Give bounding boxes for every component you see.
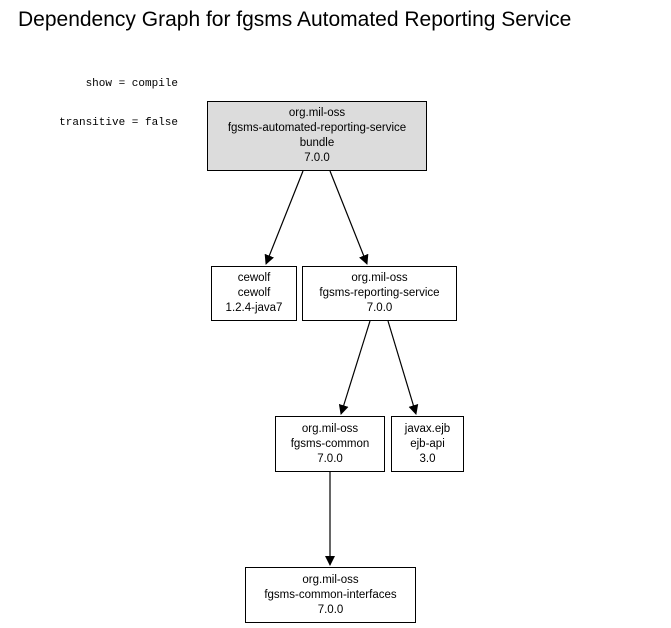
node-version: 3.0 — [419, 452, 436, 465]
node-artifact: ejb-api — [410, 437, 445, 450]
legend-show: show = compile — [85, 78, 178, 90]
node-fgsms-reporting-service: org.mil-oss fgsms-reporting-service 7.0.… — [302, 266, 457, 321]
node-fgsms-common-interfaces: org.mil-oss fgsms-common-interfaces 7.0.… — [245, 567, 416, 623]
page-title: Dependency Graph for fgsms Automated Rep… — [18, 8, 572, 31]
edge-root-to-reporting — [329, 170, 369, 265]
node-version: 7.0.0 — [317, 603, 344, 616]
node-group: javax.ejb — [404, 422, 451, 435]
node-group: cewolf — [237, 272, 271, 284]
node-packaging: bundle — [299, 137, 335, 149]
node-group: org.mil-oss — [302, 573, 359, 586]
edge-root-to-cewolf — [264, 170, 304, 265]
node-artifact: fgsms-reporting-service — [319, 287, 440, 299]
node-artifact: fgsms-common — [290, 437, 370, 450]
node-version: 7.0.0 — [304, 152, 330, 164]
node-ejb-api: javax.ejb ejb-api 3.0 — [391, 416, 464, 472]
node-fgsms-common: org.mil-oss fgsms-common 7.0.0 — [275, 416, 385, 472]
node-artifact: fgsms-automated-reporting-service — [227, 122, 407, 134]
node-group: org.mil-oss — [301, 422, 359, 435]
node-artifact: cewolf — [237, 287, 271, 299]
node-artifact: fgsms-common-interfaces — [264, 588, 397, 601]
node-cewolf: cewolf cewolf 1.2.4-java7 — [211, 266, 297, 321]
node-group: org.mil-oss — [288, 107, 346, 119]
node-group: org.mil-oss — [351, 272, 408, 284]
legend-transitive: transitive = false — [59, 117, 178, 129]
node-version: 1.2.4-java7 — [225, 302, 283, 314]
node-version: 7.0.0 — [317, 452, 343, 465]
edge-reporting-to-ejb — [387, 320, 419, 415]
edge-reporting-to-common — [338, 320, 371, 415]
legend: show = compile transitive = false — [18, 52, 178, 143]
node-version: 7.0.0 — [366, 302, 393, 314]
node-fgsms-automated-reporting-service: org.mil-oss fgsms-automated-reporting-se… — [207, 101, 427, 171]
